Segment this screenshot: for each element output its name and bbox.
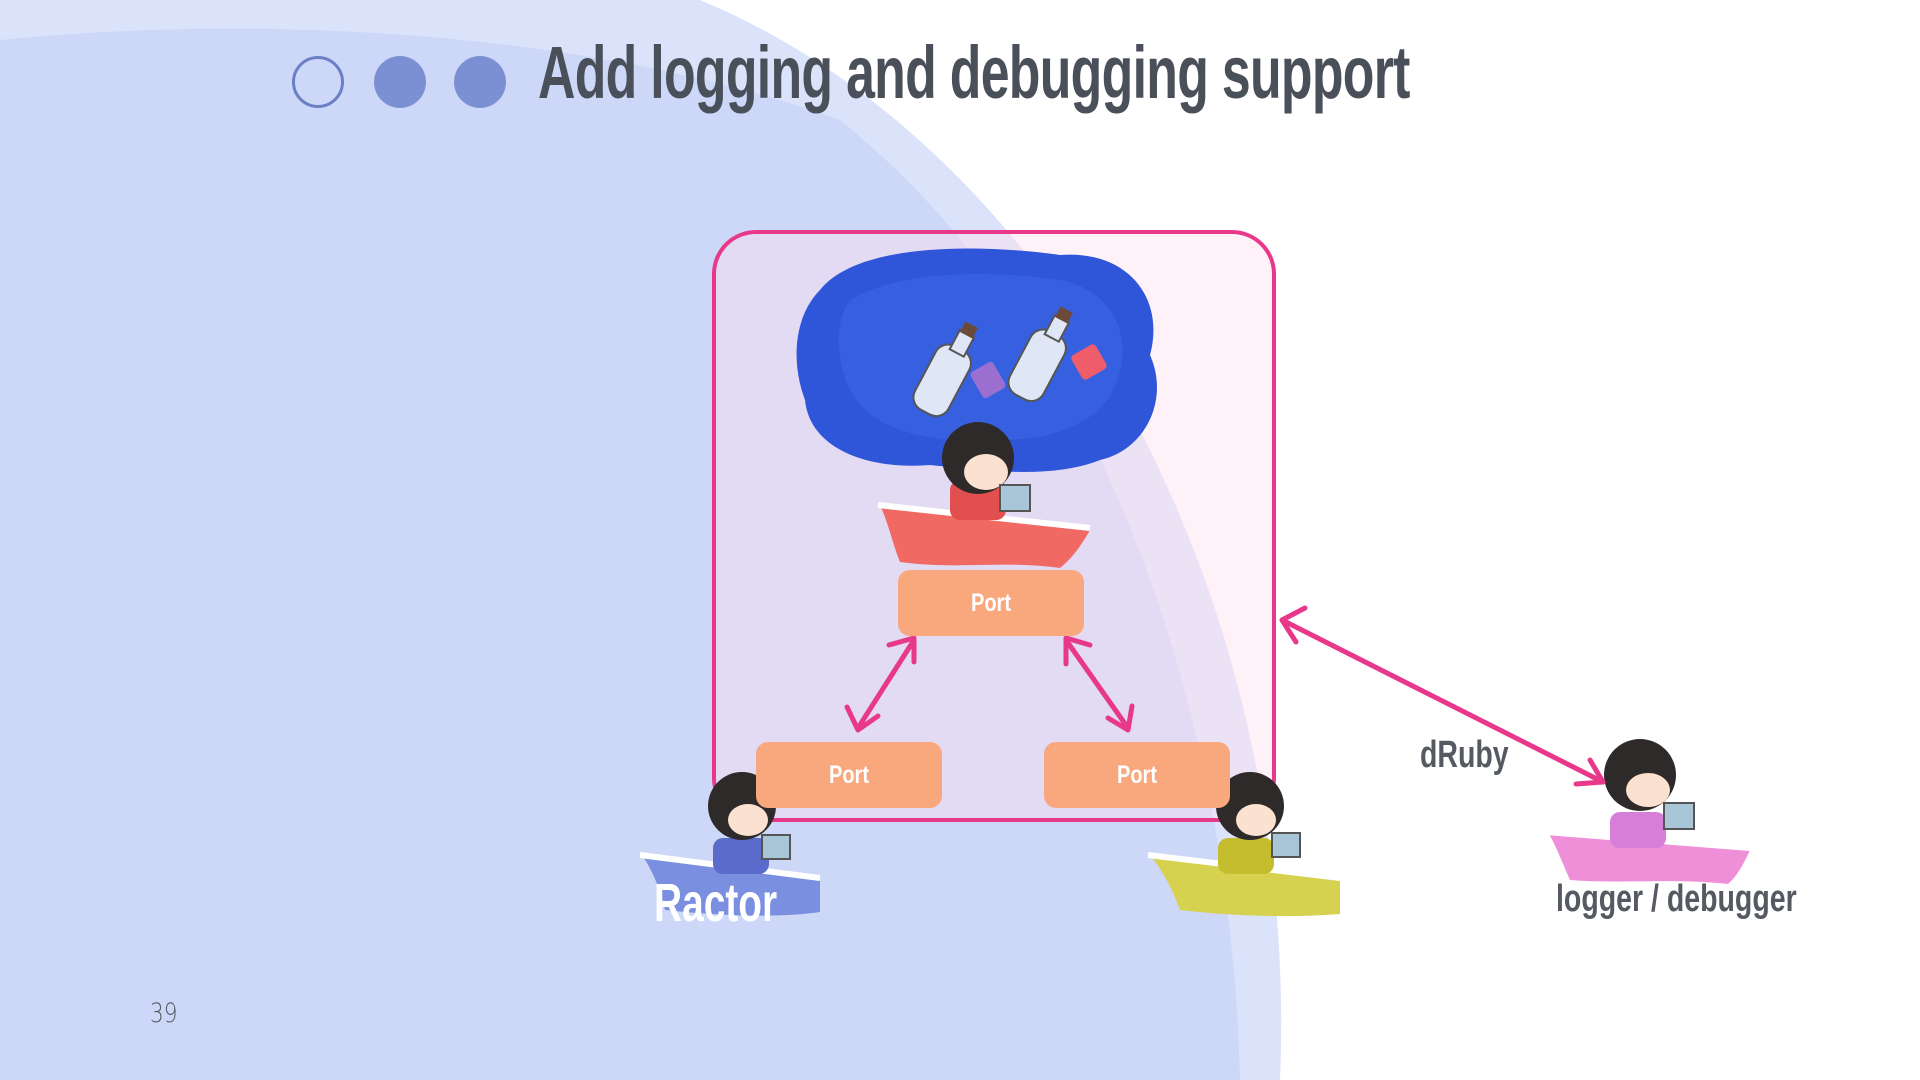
logger-debugger-label: logger / debugger xyxy=(1556,878,1797,920)
progress-dot-empty xyxy=(292,56,344,108)
druby-label: dRuby xyxy=(1420,734,1509,776)
port-connection-arrow xyxy=(844,635,917,733)
message-bottle-icon xyxy=(1007,306,1107,403)
left-port: Port xyxy=(756,742,942,808)
right-port-label: Port xyxy=(1117,760,1157,789)
main-port: Port xyxy=(898,570,1084,636)
druby-connection-arrow xyxy=(1279,605,1606,787)
main-port-label: Port xyxy=(971,588,1011,617)
left-port-label: Port xyxy=(829,760,869,789)
progress-dot-filled xyxy=(454,56,506,108)
main-character-boat xyxy=(877,422,1091,568)
right-port: Port xyxy=(1044,742,1230,808)
message-queue-cloud xyxy=(796,248,1157,472)
port-connection-arrow xyxy=(1063,635,1135,733)
page-number: 39 xyxy=(150,998,178,1029)
external-character-boat xyxy=(1545,739,1751,884)
message-bottle-icon xyxy=(912,321,1006,418)
slide-title: Add logging and debugging support xyxy=(538,31,1410,114)
right-character-boat xyxy=(1147,772,1341,917)
ractor-label: Ractor xyxy=(654,873,778,933)
progress-dot-filled xyxy=(374,56,426,108)
